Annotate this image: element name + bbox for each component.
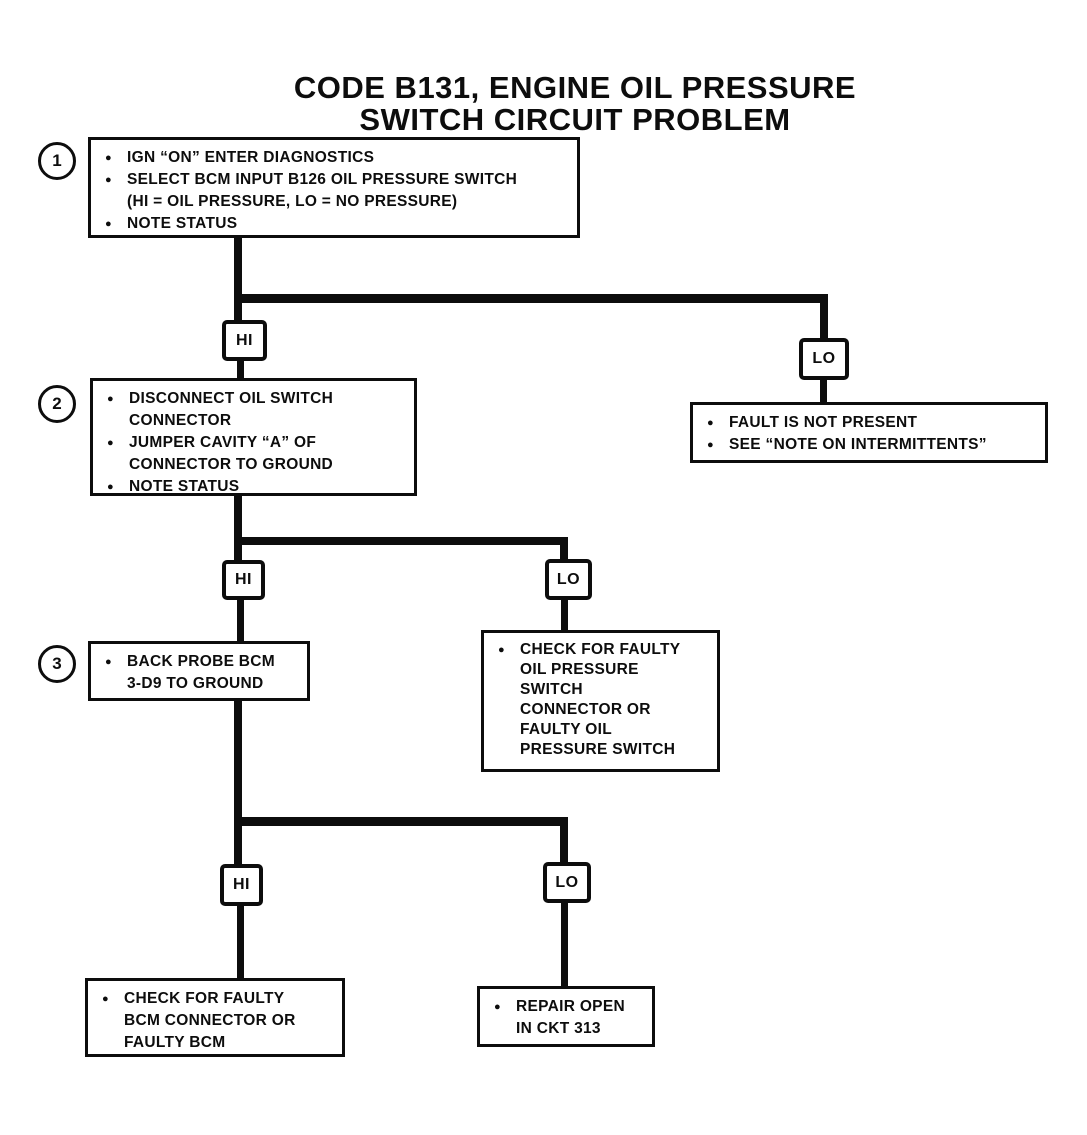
connector-line-branch1-right-drop [820, 294, 828, 340]
lo-tag-2-label: LO [556, 570, 581, 588]
box-text-line: IGN “ON” ENTER DIAGNOSTICS [104, 147, 571, 169]
step2-number: 2 [52, 394, 62, 413]
step3-box: BACK PROBE BCM 3-D9 TO GROUND [88, 641, 310, 701]
hi-tag-2-label: HI [235, 571, 252, 588]
box-text-line: REPAIR OPEN [493, 996, 646, 1018]
box-text-line: CONNECTOR OR [520, 701, 651, 718]
connector-line-hi2-down [237, 599, 244, 642]
fault-not-present-box: FAULT IS NOT PRESENTSEE “NOTE ON INTERMI… [690, 402, 1048, 463]
connector-line-step3-stem [234, 700, 242, 866]
step3-text: BACK PROBE BCM 3-D9 TO GROUND [91, 644, 307, 699]
connector-line-branch1-horizontal [234, 294, 828, 303]
box-text-line: BCM CONNECTOR OR [124, 1012, 296, 1029]
repair-open-text: REPAIR OPEN IN CKT 313 [480, 989, 652, 1044]
box-text-line: JUMPER CAVITY “A” OF [106, 432, 408, 454]
step1-number-badge: 1 [38, 142, 76, 180]
box-text-line: CHECK FOR FAULTY [497, 640, 711, 660]
hi-tag-3-label: HI [233, 876, 250, 893]
box-text-line: DISCONNECT OIL SWITCH [106, 388, 408, 410]
box-text-line: 3-D9 TO GROUND [127, 675, 264, 692]
box-text-line: IN CKT 313 [516, 1020, 601, 1037]
step2-number-badge: 2 [38, 385, 76, 423]
connector-line-branch3-right-drop [560, 817, 568, 863]
step3-number: 3 [52, 654, 62, 673]
connector-line-hi3-down [237, 905, 244, 979]
hi-tag-3: HI [220, 864, 263, 906]
lo-tag-1: LO [799, 338, 849, 380]
connector-line-branch2-right-drop [560, 537, 568, 561]
box-text-line: PRESSURE SWITCH [520, 741, 676, 758]
box-text-line: CONNECTOR TO GROUND [129, 456, 334, 473]
lo-tag-2: LO [545, 559, 592, 600]
lo-tag-3-label: LO [555, 873, 579, 891]
box-text-line: NOTE STATUS [106, 476, 408, 498]
connector-line-lo1-down [820, 378, 827, 403]
step1-text: IGN “ON” ENTER DIAGNOSTICSSELECT BCM INP… [91, 140, 577, 239]
box-text-line: SELECT BCM INPUT B126 OIL PRESSURE SWITC… [104, 169, 571, 191]
step1-box: IGN “ON” ENTER DIAGNOSTICSSELECT BCM INP… [88, 137, 580, 238]
hi-tag-2: HI [222, 560, 265, 600]
title-line-1: CODE B131, ENGINE OIL PRESSURE [293, 70, 857, 105]
connector-line-lo3-down [561, 902, 568, 987]
connector-line-branch2-horizontal [234, 537, 568, 545]
box-text-line: (HI = OIL PRESSURE, LO = NO PRESSURE) [127, 193, 458, 210]
box-text-line: CHECK FOR FAULTY [101, 988, 336, 1010]
step2-text: DISCONNECT OIL SWITCH CONNECTOR JUMPER CAV… [93, 381, 414, 502]
connector-line-hi1-down [237, 359, 244, 379]
box-text-line: NOTE STATUS [104, 213, 571, 235]
box-text-line: FAULTY BCM [124, 1034, 226, 1051]
check-bcm-box: CHECK FOR FAULTY BCM CONNECTOR OR FAULTY B… [85, 978, 345, 1057]
hi-tag-1: HI [222, 320, 267, 361]
box-text-line: SWITCH [520, 681, 583, 698]
title-line-2: SWITCH CIRCUIT PROBLEM [359, 102, 791, 137]
step3-number-badge: 3 [38, 645, 76, 683]
repair-open-box: REPAIR OPEN IN CKT 313 [477, 986, 655, 1047]
box-text-line: SEE “NOTE ON INTERMITTENTS” [706, 434, 1039, 456]
lo-tag-1-label: LO [812, 350, 836, 367]
box-text-line: OIL PRESSURE [520, 661, 639, 678]
connector-line-step2-stem [234, 495, 242, 561]
connector-line-branch3-horizontal [234, 817, 568, 826]
step2-box: DISCONNECT OIL SWITCH CONNECTOR JUMPER CAV… [90, 378, 417, 498]
connector-line-step1-stem [234, 236, 242, 322]
box-text-line: BACK PROBE BCM [104, 651, 301, 673]
check-bcm-text: CHECK FOR FAULTY BCM CONNECTOR OR FAULTY B… [88, 981, 342, 1058]
fault-not-present-text: FAULT IS NOT PRESENTSEE “NOTE ON INTERMI… [693, 405, 1045, 460]
step1-number: 1 [52, 151, 62, 170]
box-text-line: CONNECTOR [129, 412, 232, 429]
box-text-line: FAULTY OIL [520, 721, 612, 738]
box-text-line: FAULT IS NOT PRESENT [706, 412, 1039, 434]
connector-line-lo2-down [561, 599, 568, 631]
lo-tag-3: LO [543, 862, 591, 903]
page-title: CODE B131, ENGINE OIL PRESSURE SWITCH CI… [250, 72, 900, 136]
hi-tag-1-label: HI [236, 331, 253, 349]
